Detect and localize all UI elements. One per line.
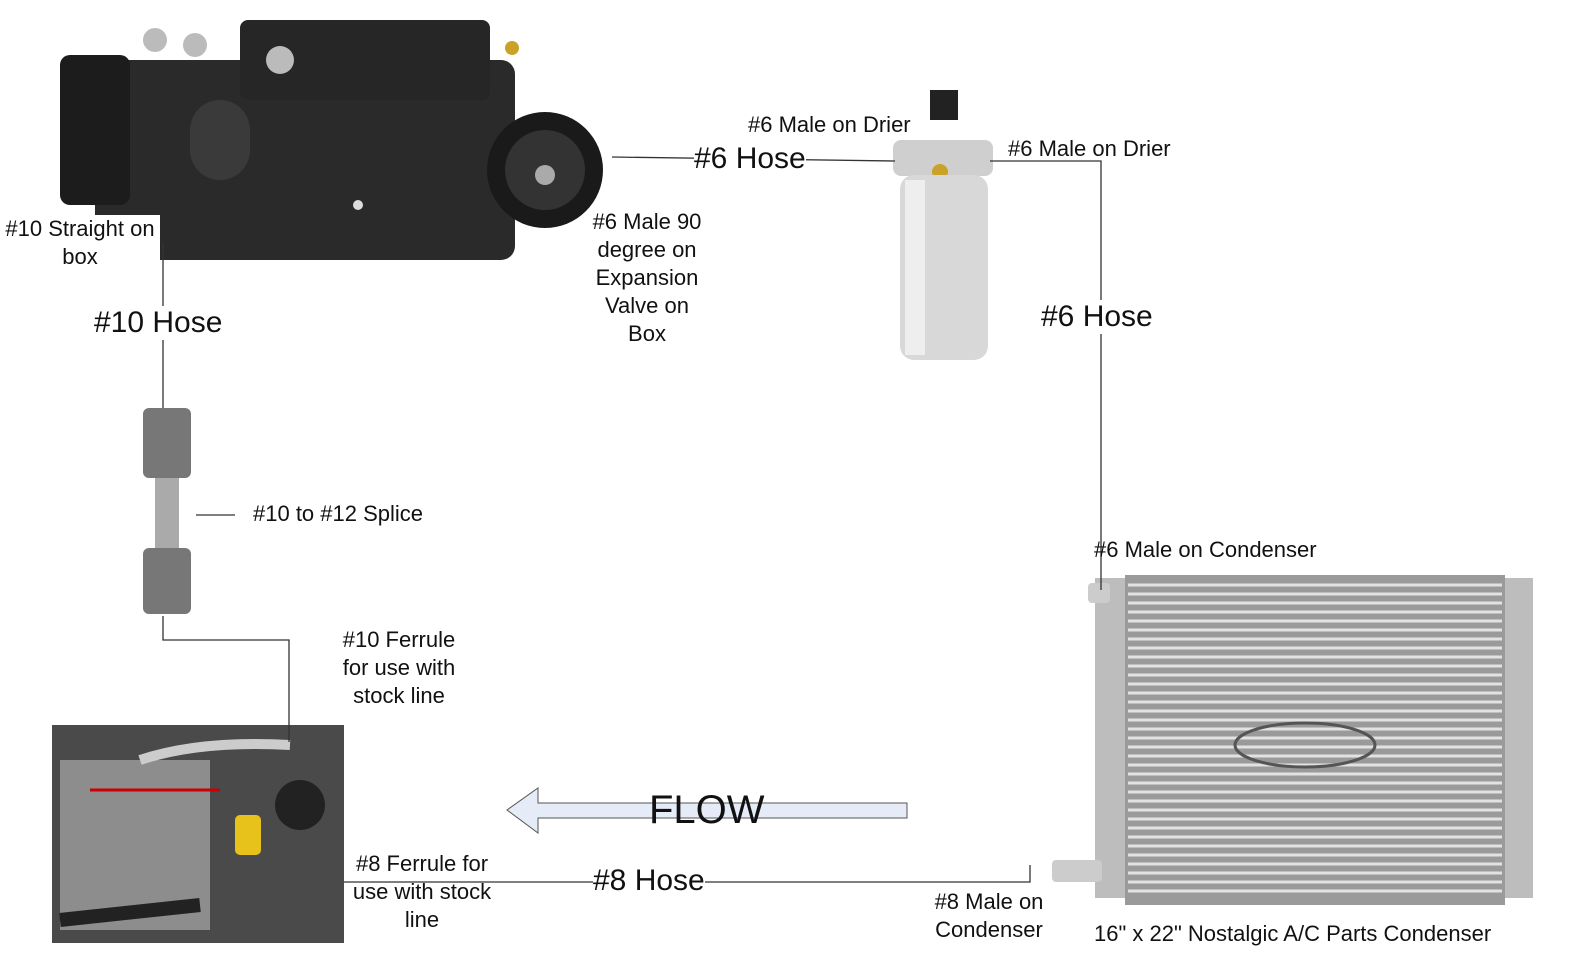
label-hose6-right: #6 Hose [1041, 300, 1153, 334]
hose6-right-line [990, 160, 1102, 590]
label-male-drier-right: #6 Male on Drier [1008, 136, 1171, 161]
splice-image [143, 408, 191, 614]
condenser-caption: 16" x 22" Nostalgic A/C Parts Condenser [1094, 921, 1492, 946]
drier-image [893, 90, 993, 360]
label-splice: #10 to #12 Splice [253, 501, 424, 526]
label-hose6-top: #6 Hose [694, 142, 806, 176]
label-hose10: #10 Hose [94, 306, 223, 340]
label-flow: FLOW [649, 788, 765, 832]
ferrule10-line [162, 616, 290, 742]
flow-arrow-icon [506, 787, 908, 834]
label-hose8: #8 Hose [593, 864, 705, 898]
condenser-image [1052, 575, 1533, 905]
compressor-photo [52, 725, 344, 943]
evaporator-box-image [60, 20, 603, 260]
label-male-drier-left: #6 Male on Drier [748, 112, 911, 137]
label-male-condenser: #6 Male on Condenser [1094, 537, 1317, 562]
hose8-line [344, 865, 1031, 883]
